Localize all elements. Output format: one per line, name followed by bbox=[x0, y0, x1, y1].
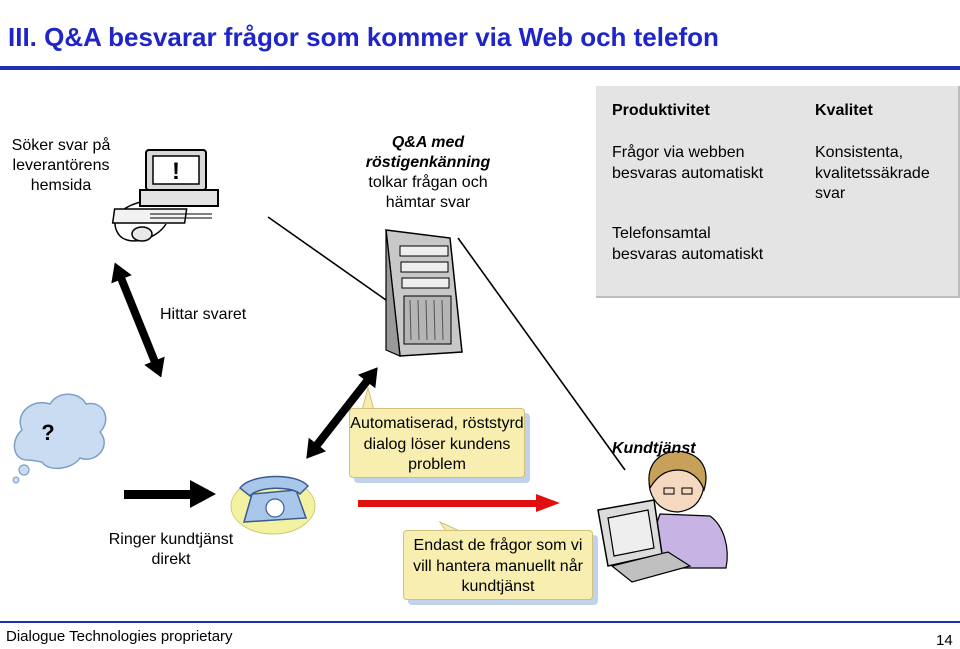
customer-service-label: Kundtjänst bbox=[612, 440, 696, 457]
quality-item: Konsistenta, kvalitetssäkrade svar bbox=[815, 144, 930, 202]
server-description: tolkar frågan och hämtar svar bbox=[368, 174, 488, 211]
customer-service-agent-icon bbox=[597, 450, 728, 583]
page-title: III. Q&A besvarar frågor som kommer via … bbox=[8, 22, 719, 52]
manual-handling-bubble: Endast de frågor som vi vill hantera man… bbox=[403, 530, 593, 600]
server-title: Q&A med röstigenkänning bbox=[365, 134, 491, 171]
title-divider bbox=[0, 66, 960, 70]
found-answer-label: Hittar svaret bbox=[160, 306, 247, 323]
automated-dialog-bubble: Automatiserad, röststyrd dialog löser ku… bbox=[349, 408, 525, 478]
user-search-label: Söker svar på leverantörens hemsida bbox=[11, 137, 111, 194]
escalation-arrow bbox=[358, 494, 560, 512]
footer-divider bbox=[0, 621, 960, 623]
quality-heading: Kvalitet bbox=[815, 102, 873, 119]
telephone-icon bbox=[230, 475, 316, 535]
call-label: Ringer kundtjänst direkt bbox=[108, 531, 234, 568]
productivity-heading: Produktivitet bbox=[612, 102, 710, 119]
thought-cloud-icon bbox=[12, 393, 107, 484]
question-mark-icon: ? bbox=[41, 420, 54, 445]
call-arrow bbox=[124, 480, 216, 508]
footer-text: Dialogue Technologies proprietary bbox=[6, 628, 233, 645]
phone-server-double-arrow bbox=[306, 367, 378, 459]
productivity-item-phone: Telefonsamtal besvaras automatiskt bbox=[612, 225, 764, 263]
page-number: 14 bbox=[936, 632, 953, 649]
server-connector-right bbox=[457, 237, 626, 471]
productivity-item-web: Frågor via webben besvaras automatiskt bbox=[612, 144, 764, 182]
server-connector-left bbox=[267, 216, 387, 301]
server-tower-icon bbox=[385, 229, 463, 357]
alert-icon: ! bbox=[172, 158, 180, 185]
web-double-arrow bbox=[111, 262, 165, 378]
desktop-computer-icon bbox=[111, 149, 219, 242]
server-label: Q&A med röstigenkänning tolkar frågan oc… bbox=[352, 133, 504, 213]
benefits-panel bbox=[596, 86, 960, 298]
